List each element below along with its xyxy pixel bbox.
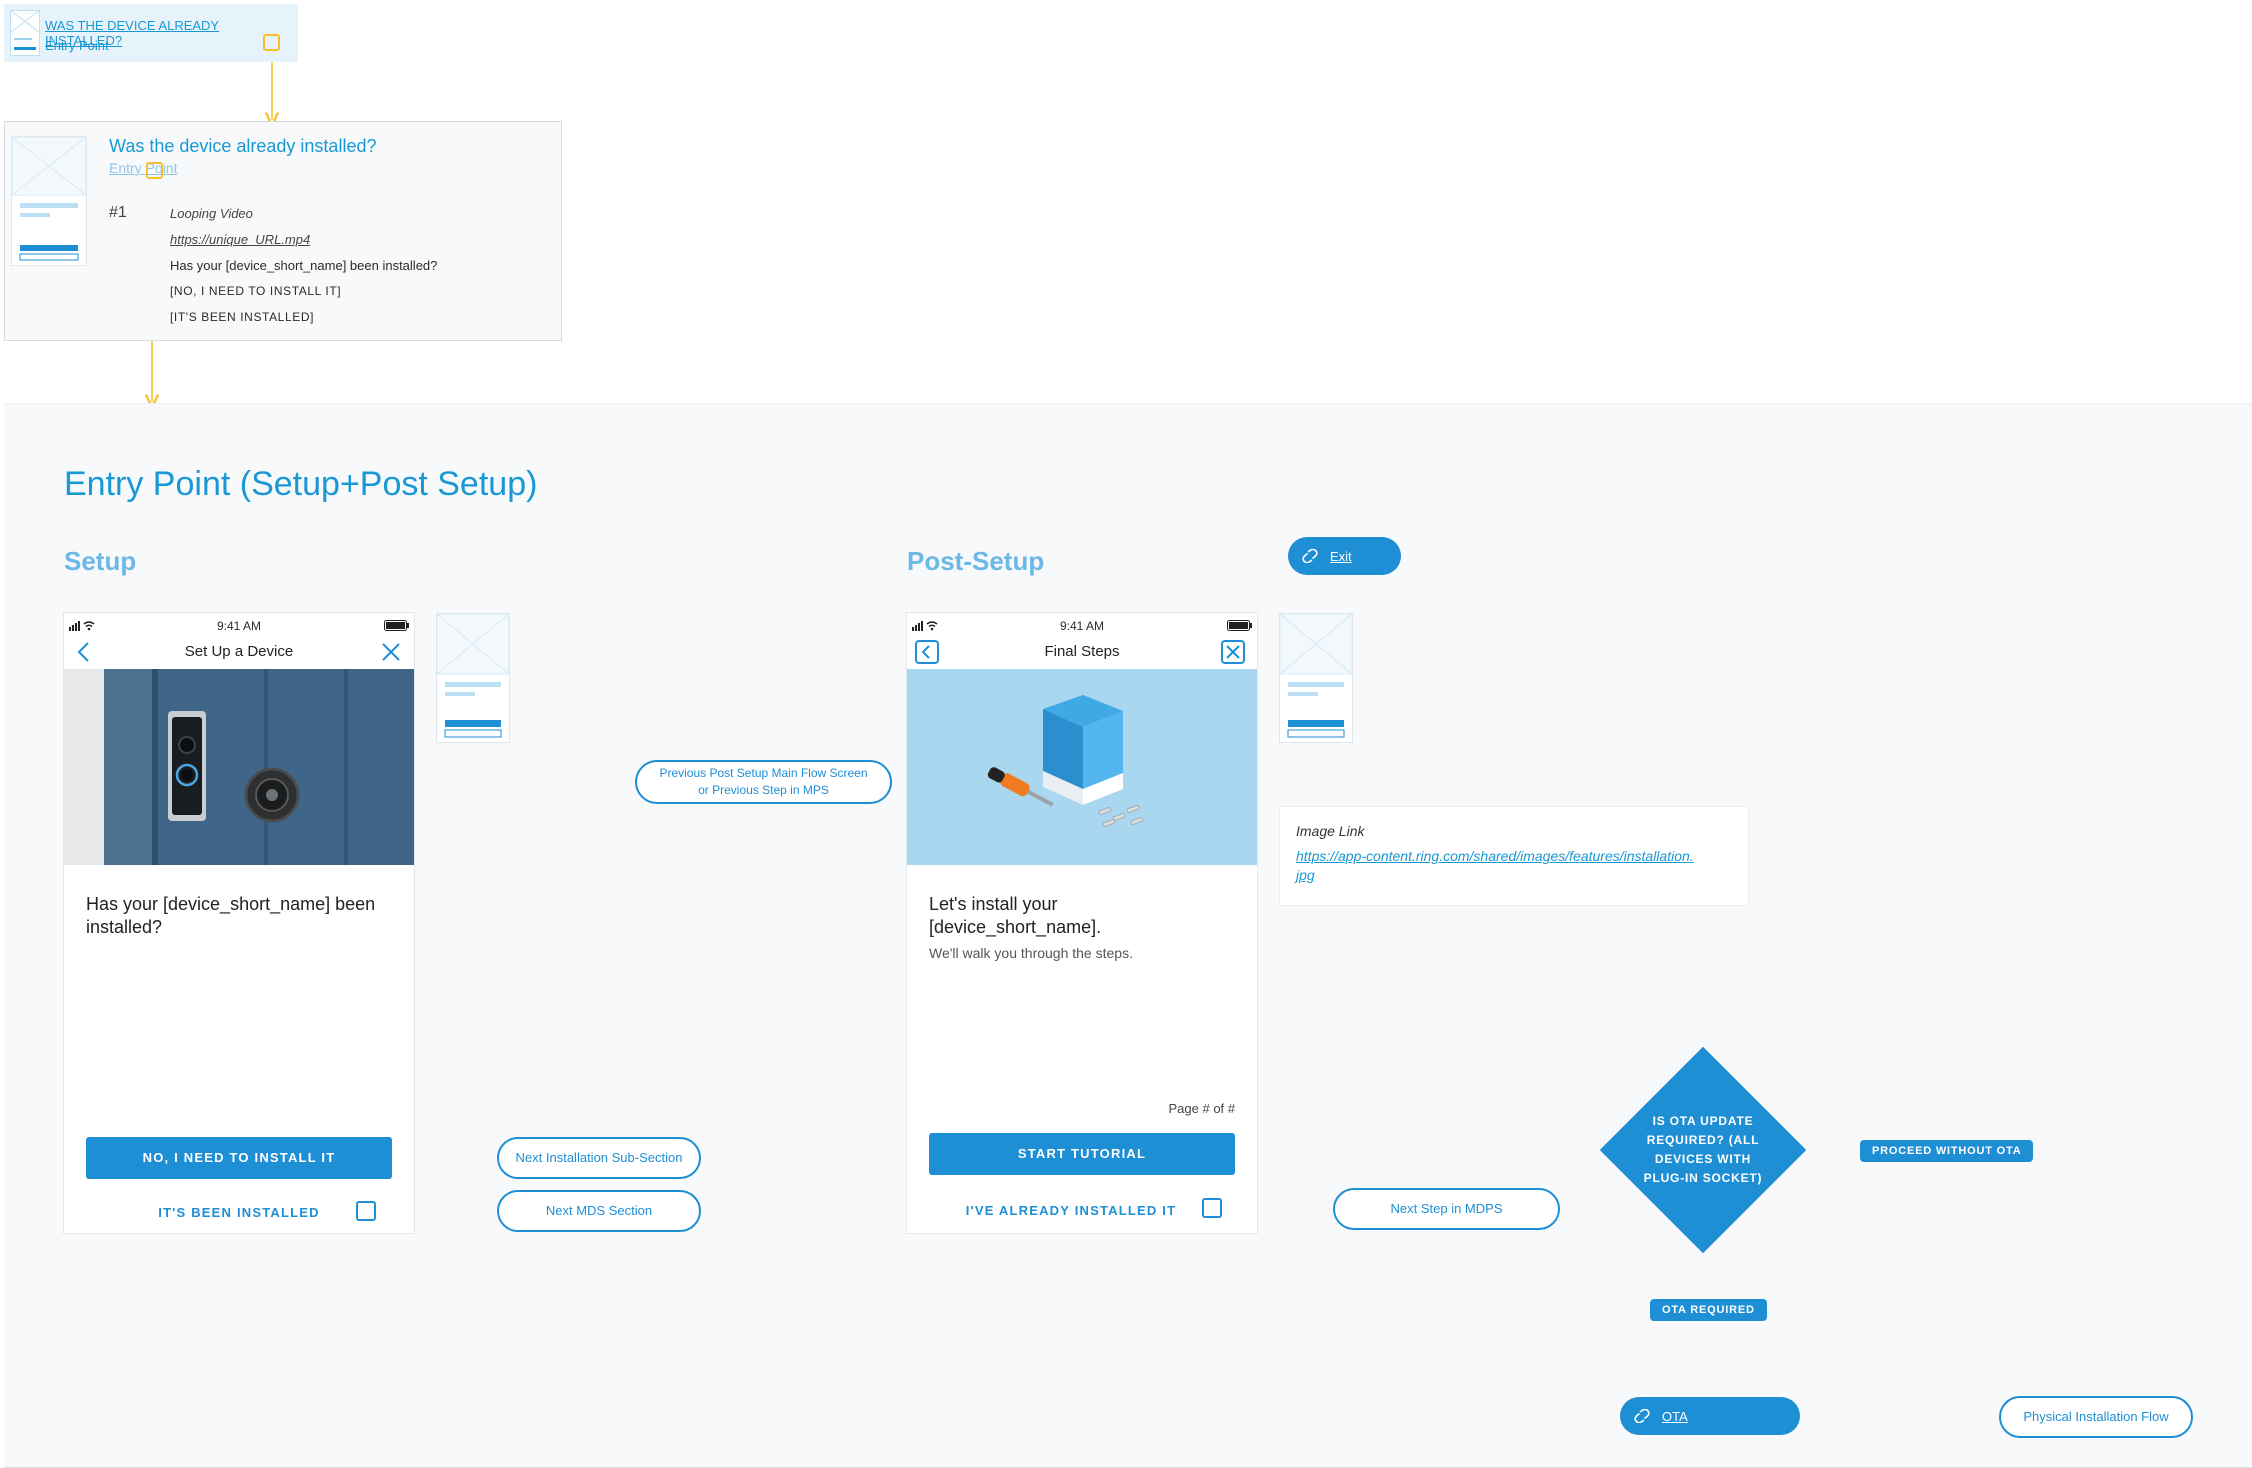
screen-heading: Let's install your [device_short_name].	[929, 894, 1102, 937]
close-icon[interactable]	[1221, 640, 1245, 664]
panel-title: Entry Point (Setup+Post Setup)	[64, 465, 538, 503]
start-tutorial-button[interactable]: START TUTORIAL	[929, 1133, 1235, 1175]
connector-handle[interactable]	[146, 162, 163, 179]
nav-title: Set Up a Device	[184, 643, 294, 660]
media-type: Looping Video	[170, 206, 253, 221]
setup-screen-thumbnail	[436, 613, 510, 743]
installation-hero-image	[907, 669, 1257, 865]
connector-handle[interactable]	[263, 34, 280, 51]
post-setup-section-title: Post-Setup	[907, 546, 1045, 576]
back-chevron-icon[interactable]	[915, 640, 939, 664]
ota-link[interactable]: OTA	[1620, 1397, 1800, 1435]
step-number: #1	[109, 204, 127, 221]
option-one: [NO, I NEED TO INSTALL IT]	[170, 284, 342, 298]
screen-body: We'll walk you through the steps.	[929, 945, 1133, 961]
battery-icon	[384, 620, 409, 631]
option-two: [IT'S BEEN INSTALLED]	[170, 310, 315, 324]
image-link-url[interactable]: https://app-content.ring.com/shared/imag…	[1296, 848, 1694, 883]
link-icon	[1634, 1409, 1650, 1423]
image-link-label: Image Link	[1296, 823, 1365, 839]
question-text: Has your [device_short_name] been instal…	[170, 258, 438, 273]
need-to-install-button[interactable]: NO, I NEED TO INSTALL IT	[86, 1137, 392, 1179]
wireframe-icon	[436, 613, 510, 738]
next-installation-node[interactable]: Next Installation Sub-Section	[497, 1137, 701, 1179]
screen-thumbnail	[11, 136, 87, 266]
media-url[interactable]: https://unique_URL.mp4	[170, 232, 311, 247]
decision-label: IS OTA UPDATE REQUIRED? (ALL DEVICES WIT…	[1600, 1047, 1806, 1253]
post-setup-screen-thumbnail	[1279, 613, 1353, 743]
back-chevron-icon[interactable]	[76, 641, 92, 663]
proceed-without-ota-tag: PROCEED WITHOUT OTA	[1860, 1140, 2034, 1162]
page-indicator: Page # of #	[1168, 1101, 1236, 1116]
post-setup-phone-screen: 9:41 AM Final Steps Let's install your […	[906, 612, 1258, 1234]
entry-mini-card[interactable]: WAS THE DEVICE ALREADY INSTALLED? Entry …	[4, 4, 298, 62]
already-installed-button[interactable]: IT'S BEEN INSTALLED	[158, 1205, 320, 1220]
screen-heading: Has your [device_short_name] been instal…	[86, 894, 376, 937]
next-step-mdps-node[interactable]: Next Step in MDPS	[1333, 1188, 1560, 1230]
exit-label: Exit	[1330, 548, 1352, 564]
entry-detail-card: Was the device already installed? Entry …	[4, 121, 562, 341]
next-mds-node[interactable]: Next MDS Section	[497, 1190, 701, 1232]
mini-card-subtitle: Entry Point	[45, 38, 109, 53]
exit-link[interactable]: Exit	[1288, 537, 1401, 575]
wireframe-icon	[11, 136, 87, 261]
mini-card-title[interactable]: WAS THE DEVICE ALREADY INSTALLED?	[45, 18, 220, 48]
connector-handle[interactable]	[1202, 1198, 1222, 1218]
status-time: 9:41 AM	[1059, 619, 1105, 633]
nav-title: Final Steps	[1044, 643, 1120, 660]
ota-required-tag: OTA REQUIRED	[1650, 1299, 1767, 1321]
ota-label: OTA	[1662, 1408, 1688, 1424]
image-link-card: Image Link https://app-content.ring.com/…	[1279, 806, 1749, 906]
close-icon[interactable]	[380, 641, 402, 663]
link-icon	[1302, 549, 1318, 563]
ota-decision-node[interactable]: IS OTA UPDATE REQUIRED? (ALL DEVICES WIT…	[1599, 1046, 1807, 1254]
previous-screen-node[interactable]: Previous Post Setup Main Flow Screen or …	[635, 760, 892, 804]
physical-installation-node[interactable]: Physical Installation Flow	[1999, 1396, 2193, 1438]
battery-icon	[1227, 620, 1252, 631]
doorbell-hero-image	[64, 669, 414, 865]
signal-icon	[69, 621, 95, 631]
decision-text: IS OTA UPDATE REQUIRED? (ALL DEVICES WIT…	[1643, 1114, 1763, 1185]
wireframe-icon	[1279, 613, 1353, 738]
status-time: 9:41 AM	[216, 619, 262, 633]
already-installed-button[interactable]: I'VE ALREADY INSTALLED IT	[965, 1203, 1177, 1218]
wireframe-icon	[10, 10, 40, 56]
setup-phone-screen: 9:41 AM Set Up a Device Has your [device…	[63, 612, 415, 1234]
connector-handle[interactable]	[356, 1201, 376, 1221]
detail-card-subtitle[interactable]: Entry Point	[109, 160, 178, 176]
setup-section-title: Setup	[64, 546, 137, 576]
detail-card-title: Was the device already installed?	[109, 136, 377, 156]
signal-icon	[912, 621, 938, 631]
